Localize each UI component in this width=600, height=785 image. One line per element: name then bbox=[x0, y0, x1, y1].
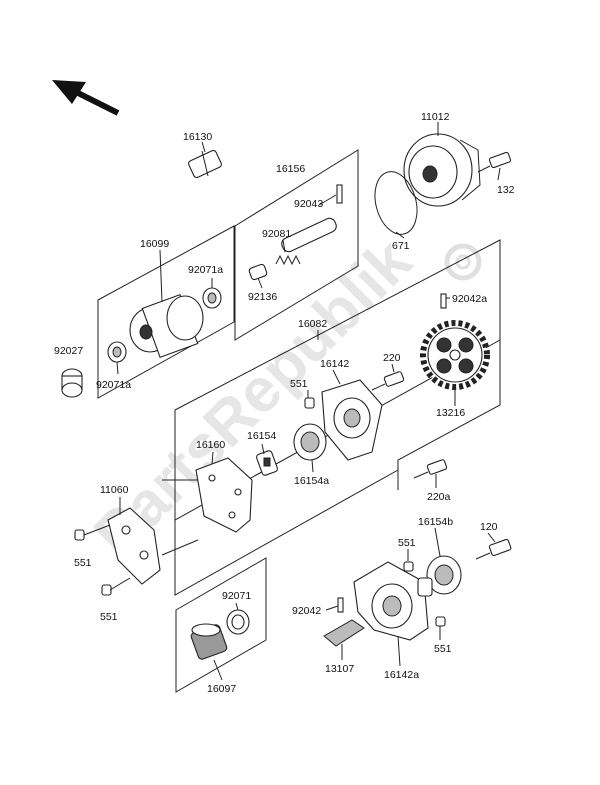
part-551-dowel-left-upper bbox=[74, 529, 85, 541]
label-220: 220 bbox=[383, 352, 401, 364]
part-16099-oil-filter bbox=[129, 294, 204, 358]
label-16099: 16099 bbox=[140, 238, 169, 250]
part-16154b-rotor bbox=[426, 555, 462, 595]
label-11012: 11012 bbox=[421, 111, 450, 123]
part-13216-gear bbox=[420, 320, 490, 390]
part-92027-collar bbox=[61, 368, 83, 398]
part-16154b-inner-rotor bbox=[417, 577, 433, 597]
label-16154b: 16154b bbox=[418, 516, 453, 528]
part-16142-pump-body bbox=[321, 379, 383, 461]
label-220a: 220a bbox=[427, 491, 451, 503]
part-551-dowel-top bbox=[304, 397, 315, 409]
part-92042-pin bbox=[337, 597, 344, 613]
label-16160: 16160 bbox=[196, 439, 225, 451]
label-11060: 11060 bbox=[100, 484, 129, 496]
label-16130: 16130 bbox=[183, 131, 212, 143]
label-13216: 13216 bbox=[436, 407, 465, 419]
label-120: 120 bbox=[480, 521, 498, 533]
part-92043-pin bbox=[336, 184, 343, 204]
label-16082: 16082 bbox=[298, 318, 327, 330]
part-13107-shaft bbox=[323, 619, 365, 647]
label-16142a: 16142a bbox=[384, 669, 419, 681]
label-551-right-upper: 551 bbox=[398, 537, 416, 549]
part-92081-spring bbox=[275, 254, 301, 266]
label-551-left-lower: 551 bbox=[100, 611, 118, 623]
label-92081: 92081 bbox=[262, 228, 291, 240]
label-551-top: 551 bbox=[290, 378, 308, 390]
part-132-bolt bbox=[477, 151, 512, 173]
label-132: 132 bbox=[497, 184, 515, 196]
part-16142a-pump-body bbox=[353, 561, 429, 641]
label-92043: 92043 bbox=[294, 198, 323, 210]
part-11012-pump-cover bbox=[403, 133, 481, 207]
label-551-left-upper: 551 bbox=[74, 557, 92, 569]
label-92071: 92071 bbox=[222, 590, 251, 602]
part-120-bolt bbox=[475, 538, 512, 560]
part-16154a-outer-rotor bbox=[293, 423, 327, 461]
part-551-dowel-left-lower bbox=[101, 584, 112, 596]
part-16156-valve-shaft bbox=[281, 217, 337, 253]
part-16097-strainer bbox=[190, 623, 228, 660]
leader-lines bbox=[83, 122, 501, 681]
label-92027: 92027 bbox=[54, 345, 83, 357]
direction-arrow-icon bbox=[52, 80, 120, 116]
label-92071a-lower: 92071a bbox=[96, 379, 131, 391]
part-92071a-washer-upper bbox=[202, 287, 222, 309]
label-671: 671 bbox=[392, 240, 410, 252]
label-16097: 16097 bbox=[207, 683, 236, 695]
label-551-right-lower: 551 bbox=[434, 643, 452, 655]
label-16156: 16156 bbox=[276, 163, 305, 175]
part-92071-o-ring bbox=[226, 609, 250, 635]
label-13107: 13107 bbox=[325, 663, 354, 675]
group-frames bbox=[97, 149, 501, 693]
label-92136: 92136 bbox=[248, 291, 277, 303]
part-16154-inner-rotor bbox=[256, 450, 278, 476]
part-220a-bolt bbox=[413, 459, 448, 479]
label-92042a: 92042a bbox=[452, 293, 487, 305]
label-16154a: 16154a bbox=[294, 475, 329, 487]
label-92042: 92042 bbox=[292, 605, 321, 617]
part-labels: 16130 16156 11012 132 92043 92081 16099 … bbox=[54, 111, 515, 695]
part-551-dowel-right-lower bbox=[435, 616, 446, 627]
part-220-bolt bbox=[371, 371, 405, 391]
part-16130-fitting bbox=[188, 149, 222, 179]
label-92071a-upper: 92071a bbox=[188, 264, 223, 276]
part-671-o-ring bbox=[374, 171, 418, 235]
part-11060-gasket bbox=[107, 507, 161, 585]
part-92071a-washer-lower bbox=[107, 341, 127, 363]
watermark-gear-icon bbox=[444, 243, 482, 281]
part-551-dowel-right-upper bbox=[403, 561, 414, 572]
part-92042a-pin bbox=[440, 293, 447, 309]
part-92136-plunger bbox=[248, 263, 268, 281]
label-16142: 16142 bbox=[320, 358, 349, 370]
label-16154: 16154 bbox=[247, 430, 276, 442]
part-16160-pump-plate bbox=[195, 457, 253, 533]
